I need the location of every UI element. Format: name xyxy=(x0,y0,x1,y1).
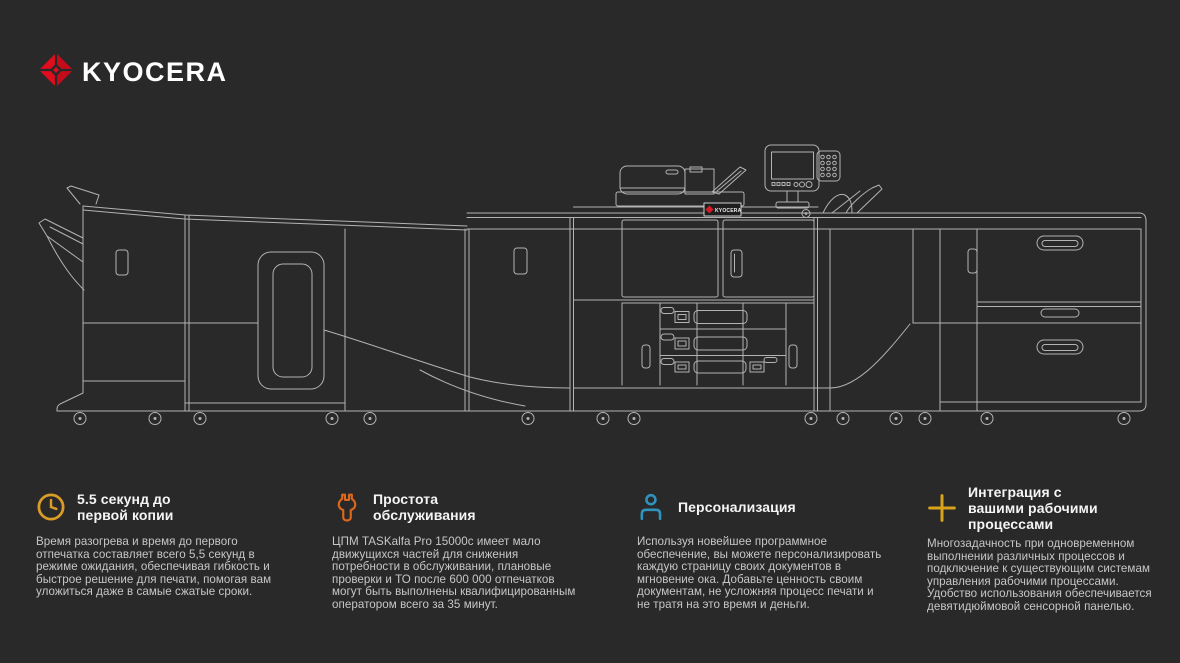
kyocera-wordmark: KYOCERA xyxy=(82,57,228,87)
numeric-keypad xyxy=(816,150,841,182)
feature-body: ЦПМ TASKalfa Pro 15000c имеет мало движу… xyxy=(332,535,576,611)
feature-title: Персонализация xyxy=(678,499,796,515)
upper-output-tray xyxy=(66,185,100,205)
feature-title: 5.5 секунд до первой копии xyxy=(77,491,174,523)
feature-body: Используя новейшее программное обеспечен… xyxy=(637,535,882,611)
casters xyxy=(73,412,1131,425)
panel-display xyxy=(764,144,820,192)
person-icon xyxy=(640,493,662,521)
badge-text: KYOCERA xyxy=(715,208,742,214)
kyocera-badge: KYOCERA xyxy=(703,202,811,218)
finisher-unit xyxy=(38,185,468,412)
kyocera-diamond-icon xyxy=(39,53,73,87)
output-sheets xyxy=(822,184,883,214)
console-unit xyxy=(184,217,574,412)
feature-title: Простота обслуживания xyxy=(373,491,476,523)
wrench-icon xyxy=(337,493,357,522)
feature-personalization: Персонализация Используя новейшее програ… xyxy=(637,484,883,612)
control-panel xyxy=(764,144,841,209)
console-handle xyxy=(513,247,528,275)
plus-icon xyxy=(928,494,956,522)
bridge-unit xyxy=(829,228,941,412)
clock-icon xyxy=(37,493,65,521)
feature-title: Интеграция с вашими рабочими процессами xyxy=(968,484,1098,532)
band-knob xyxy=(801,209,811,218)
deck-drawer-handle-bottom xyxy=(1036,339,1084,355)
document-feeder xyxy=(615,165,747,207)
paper-drawers xyxy=(621,302,815,386)
console-door-window xyxy=(257,251,325,390)
feature-body: Многозадачность при одновременном выполн… xyxy=(927,537,1152,613)
engine-right-door xyxy=(722,219,815,298)
paper-deck-unit xyxy=(912,220,1147,412)
finisher-handle xyxy=(115,249,129,276)
feature-body: Время разогрева и время до первого отпеч… xyxy=(36,535,272,599)
engine-unit xyxy=(573,206,831,412)
feature-workflow-integration: Интеграция с вашими рабочими процессами … xyxy=(927,484,1167,614)
deck-drawer-handle-middle xyxy=(1040,308,1080,318)
kyocera-logo: KYOCERA xyxy=(39,53,228,87)
lower-output-tray xyxy=(38,218,85,291)
door-handle xyxy=(730,249,743,278)
feature-first-copy: 5.5 секунд до первой копии Время разогре… xyxy=(36,484,279,599)
deck-drawer-handle-top xyxy=(1036,235,1084,251)
engine-left-door xyxy=(621,219,719,298)
feature-easy-maintenance: Простота обслуживания ЦПМ TASKalfa Pro 1… xyxy=(332,484,584,612)
